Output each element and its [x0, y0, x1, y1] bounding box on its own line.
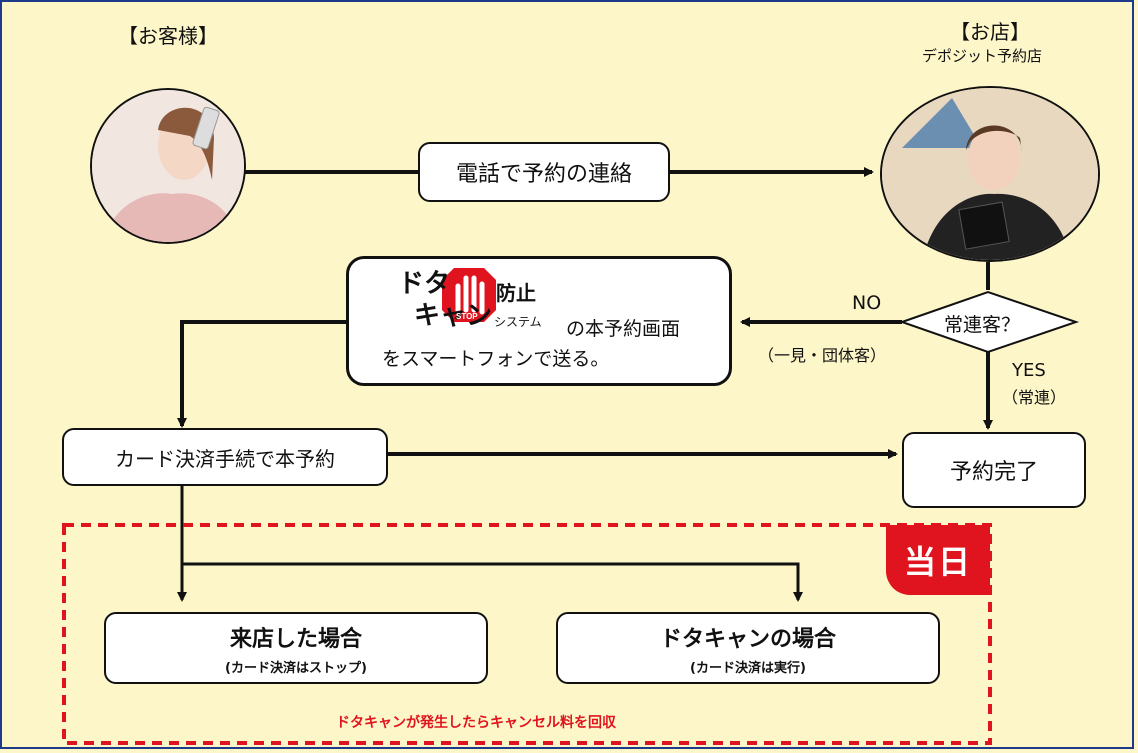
logo-prevent-text: 防止 [496, 281, 536, 305]
send-suffix-label: の本予約画面 [566, 318, 681, 340]
customer-label: 【お客様】 [118, 24, 218, 48]
noshow-outcome-sub: (カード決済は実行) [690, 660, 806, 676]
noshow-outcome-title: ドタキャンの場合 [659, 626, 836, 652]
stop-hand-icon: ドタ キャン STOP 防止 システム [398, 268, 542, 330]
logo-kyan-text: キャン [414, 300, 492, 330]
logo-system-text: システム [494, 315, 542, 329]
card-payment-label: カード決済手続で本予約 [115, 446, 335, 471]
phone-reservation-box: 電話で予約の連絡 [418, 142, 670, 202]
customer-phone-photo [92, 90, 244, 242]
shop-staff-photo [882, 88, 1098, 260]
noshow-outcome-box: ドタキャンの場合 (カード決済は実行) [556, 612, 940, 684]
reservation-complete-box: 予約完了 [902, 432, 1086, 508]
logo-stop-text: STOP [456, 312, 478, 321]
shop-label: 【お店】 [950, 20, 1030, 44]
yes-label: YES [1012, 360, 1046, 381]
no-label: NO [852, 292, 882, 314]
yes-sub-label: （常連） [1002, 388, 1067, 407]
send-smartphone-box [346, 256, 732, 386]
visit-outcome-sub: (カード決済はストップ) [225, 660, 367, 676]
card-payment-box: カード決済手続で本予約 [62, 428, 388, 486]
same-day-region [62, 523, 992, 745]
arrow-to-noshow [182, 562, 803, 602]
decision-label: 常連客？ [944, 314, 1021, 336]
send-line2-label: をスマートフォンで送る。 [382, 348, 610, 370]
customer-avatar [90, 88, 246, 244]
visit-outcome-box: 来店した場合 (カード決済はストップ) [104, 612, 488, 684]
shop-avatar [880, 86, 1100, 262]
shop-sub-label: デポジット予約店 [922, 47, 1043, 65]
visit-outcome-title: 来店した場合 [229, 626, 362, 652]
arrow-send-to-card [177, 320, 346, 428]
no-sub-label: （一見・団体客） [758, 346, 887, 365]
dotacan-logo: ドタ キャン STOP 防止 システム [396, 262, 566, 334]
same-day-badge: 当日 [886, 525, 990, 595]
decision-diamond [898, 290, 1080, 354]
reservation-complete-label: 予約完了 [949, 460, 1038, 485]
logo-dota-text: ドタ [398, 268, 450, 298]
phone-reservation-label: 電話で予約の連絡 [455, 162, 632, 187]
cancellation-fee-note: ドタキャンが発生したらキャンセル料を回収 [336, 715, 616, 731]
